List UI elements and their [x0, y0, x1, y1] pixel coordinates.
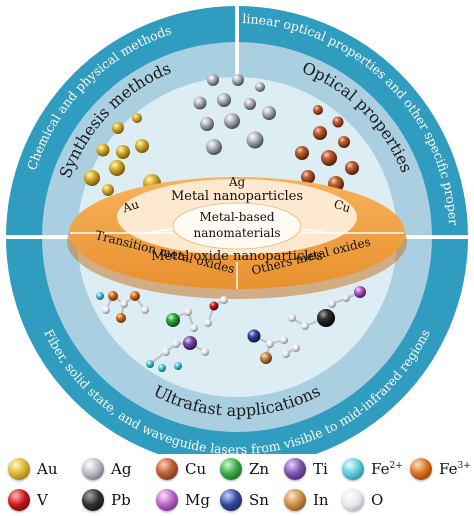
legend-item-au: Au — [8, 454, 58, 484]
legend-item-o: O — [342, 485, 383, 515]
legend-label: O — [371, 491, 384, 509]
cu-label: Cu — [332, 197, 353, 216]
zinc-sphere-icon — [220, 458, 242, 480]
center-label-line1: Metal-based — [199, 210, 274, 224]
iron2-sphere-icon — [342, 458, 364, 480]
titanium-sphere-icon — [284, 458, 306, 480]
legend-row-1: Au Ag Cu Zn Ti Fe2+ Fe3+ — [6, 454, 474, 484]
lead-sphere-icon — [82, 489, 104, 511]
ag-label: Ag — [228, 175, 246, 189]
outer-ring-dividers — [6, 6, 468, 239]
legend-item-cu: Cu — [156, 454, 206, 484]
legend-item-ti: Ti — [284, 454, 328, 484]
legend-label: Au — [37, 460, 58, 478]
legend-label: Fe2+ — [371, 460, 403, 478]
legend-label: In — [313, 491, 329, 509]
silver-sphere-icon — [82, 458, 104, 480]
indium-sphere-icon — [284, 489, 306, 511]
magnesium-sphere-icon — [156, 489, 178, 511]
molecule-atoms — [96, 286, 366, 372]
vanadium-sphere-icon — [8, 489, 30, 511]
tin-sphere-icon — [220, 489, 242, 511]
legend-item-fe2: Fe2+ — [342, 454, 403, 484]
legend-label: V — [37, 491, 48, 509]
element-legend: Au Ag Cu Zn Ti Fe2+ Fe3+ V — [0, 454, 474, 516]
legend-label: Zn — [249, 460, 270, 478]
legend-item-pb: Pb — [82, 485, 131, 515]
legend-item-zn: Zn — [220, 454, 269, 484]
legend-label: Sn — [249, 491, 269, 509]
legend-item-fe3: Fe3+ — [410, 454, 471, 484]
legend-item-v: V — [8, 485, 48, 515]
legend-item-in: In — [284, 485, 329, 515]
legend-item-sn: Sn — [220, 485, 269, 515]
iron3-sphere-icon — [410, 458, 432, 480]
disk-dividers — [70, 228, 404, 289]
metal-oxide-np-label: Metal oxide nanoparticles — [151, 249, 323, 264]
oxygen-sphere-icon — [342, 489, 364, 511]
legend-label: Pb — [111, 491, 131, 509]
ag-nanoparticles — [193, 74, 276, 155]
legend-item-mg: Mg — [156, 485, 210, 515]
au-label: Au — [120, 197, 141, 216]
metal-np-label: Metal nanoparticles — [171, 189, 303, 204]
gold-sphere-icon — [8, 458, 30, 480]
copper-sphere-icon — [156, 458, 178, 480]
legend-label: Ag — [111, 460, 132, 478]
center-label-line2: nanomaterials — [193, 226, 280, 240]
legend-label: Fe3+ — [439, 460, 471, 478]
circular-diagram: Chemical and physical methods Nonlinear … — [6, 6, 468, 468]
au-nanoparticles — [84, 113, 161, 196]
legend-row-2: V Pb Mg Sn In O — [6, 485, 474, 515]
legend-label: Cu — [185, 460, 207, 478]
legend-item-ag: Ag — [82, 454, 131, 484]
legend-label: Ti — [313, 460, 328, 478]
center-disk — [172, 202, 302, 250]
legend-label: Mg — [185, 491, 210, 509]
